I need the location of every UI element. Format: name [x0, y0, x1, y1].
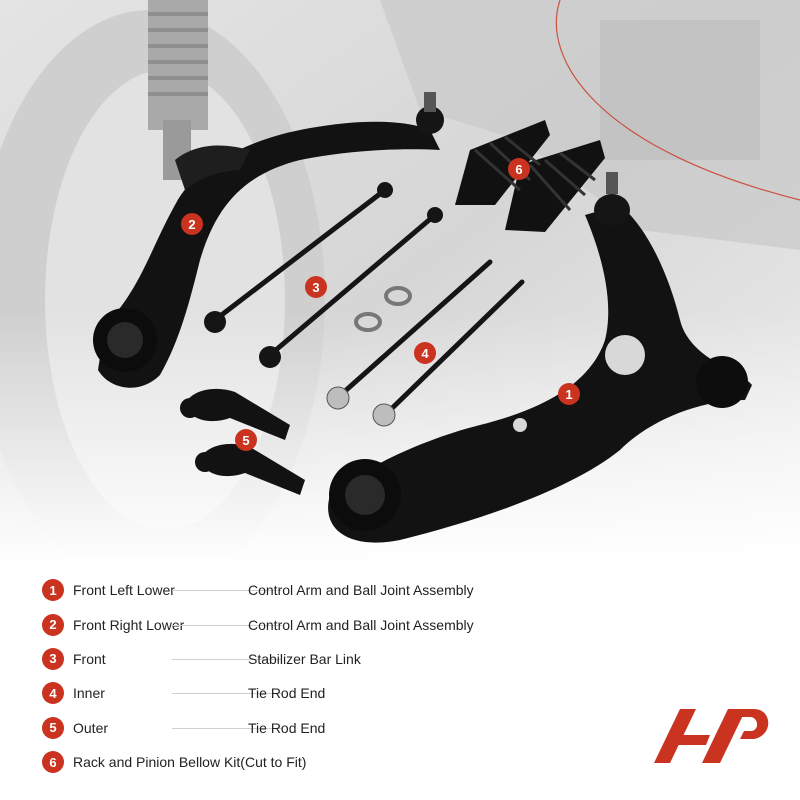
inner-tie-rods — [332, 259, 525, 421]
legend-position: Rack and Pinion Bellow Kit(Cut to Fit) — [73, 754, 307, 771]
legend-number: 6 — [42, 751, 64, 774]
legend-divider — [172, 693, 282, 695]
callout-3: 3 — [305, 276, 327, 298]
legend-number: 4 — [42, 682, 64, 705]
legend-row: 2 Front Right Lower Control Arm and Ball… — [42, 607, 562, 641]
legend-number: 1 — [42, 579, 64, 602]
legend-position: Front Right Lower — [73, 616, 185, 633]
svg-text:3: 3 — [312, 280, 319, 295]
svg-text:4: 4 — [421, 346, 429, 361]
svg-text:6: 6 — [515, 162, 522, 177]
callout-2: 2 — [181, 213, 203, 235]
svg-text:2: 2 — [188, 217, 195, 232]
legend-position: Outer — [73, 719, 109, 736]
svg-text:5: 5 — [242, 433, 249, 448]
legend-number: 5 — [42, 716, 64, 739]
legend-description: Control Arm and Ball Joint Assembly — [248, 582, 474, 599]
parts-legend: 1 Front Left Lower Control Arm and Ball … — [42, 573, 562, 779]
legend-description: Tie Rod End — [248, 719, 326, 736]
legend-row: 1 Front Left Lower Control Arm and Ball … — [42, 573, 562, 607]
legend-divider — [172, 727, 282, 729]
legend-row: 3 Front Stabilizer Bar Link — [42, 642, 562, 676]
callout-6: 6 — [508, 158, 530, 180]
legend-row: 6 Rack and Pinion Bellow Kit(Cut to Fit) — [42, 745, 562, 779]
legend-row: 5 Outer Tie Rod End — [42, 711, 562, 745]
control-arm-right — [93, 92, 444, 388]
legend-position: Front Left Lower — [73, 582, 175, 599]
legend-divider — [172, 624, 282, 626]
legend-number: 2 — [42, 613, 64, 636]
legend-position: Front — [73, 650, 106, 667]
brand-logo — [654, 709, 769, 763]
legend-number: 3 — [42, 647, 64, 670]
legend-row: 4 Inner Tie Rod End — [42, 676, 562, 710]
legend-divider — [172, 590, 282, 592]
parts-photo: 1 2 3 4 5 6 — [0, 0, 800, 565]
legend-divider — [172, 658, 282, 660]
callout-5: 5 — [235, 429, 257, 451]
callout-1: 1 — [558, 383, 580, 405]
legend-position: Inner — [73, 685, 105, 702]
legend-description: Control Arm and Ball Joint Assembly — [248, 616, 474, 633]
bellows — [455, 120, 605, 232]
stabilizer-links — [212, 187, 438, 358]
legend-description: Tie Rod End — [248, 685, 326, 702]
legend-description: Stabilizer Bar Link — [248, 650, 361, 667]
control-arm-left — [328, 172, 752, 543]
svg-text:1: 1 — [565, 387, 572, 402]
outer-tie-rod-ends — [180, 388, 305, 495]
callout-4: 4 — [414, 342, 436, 364]
